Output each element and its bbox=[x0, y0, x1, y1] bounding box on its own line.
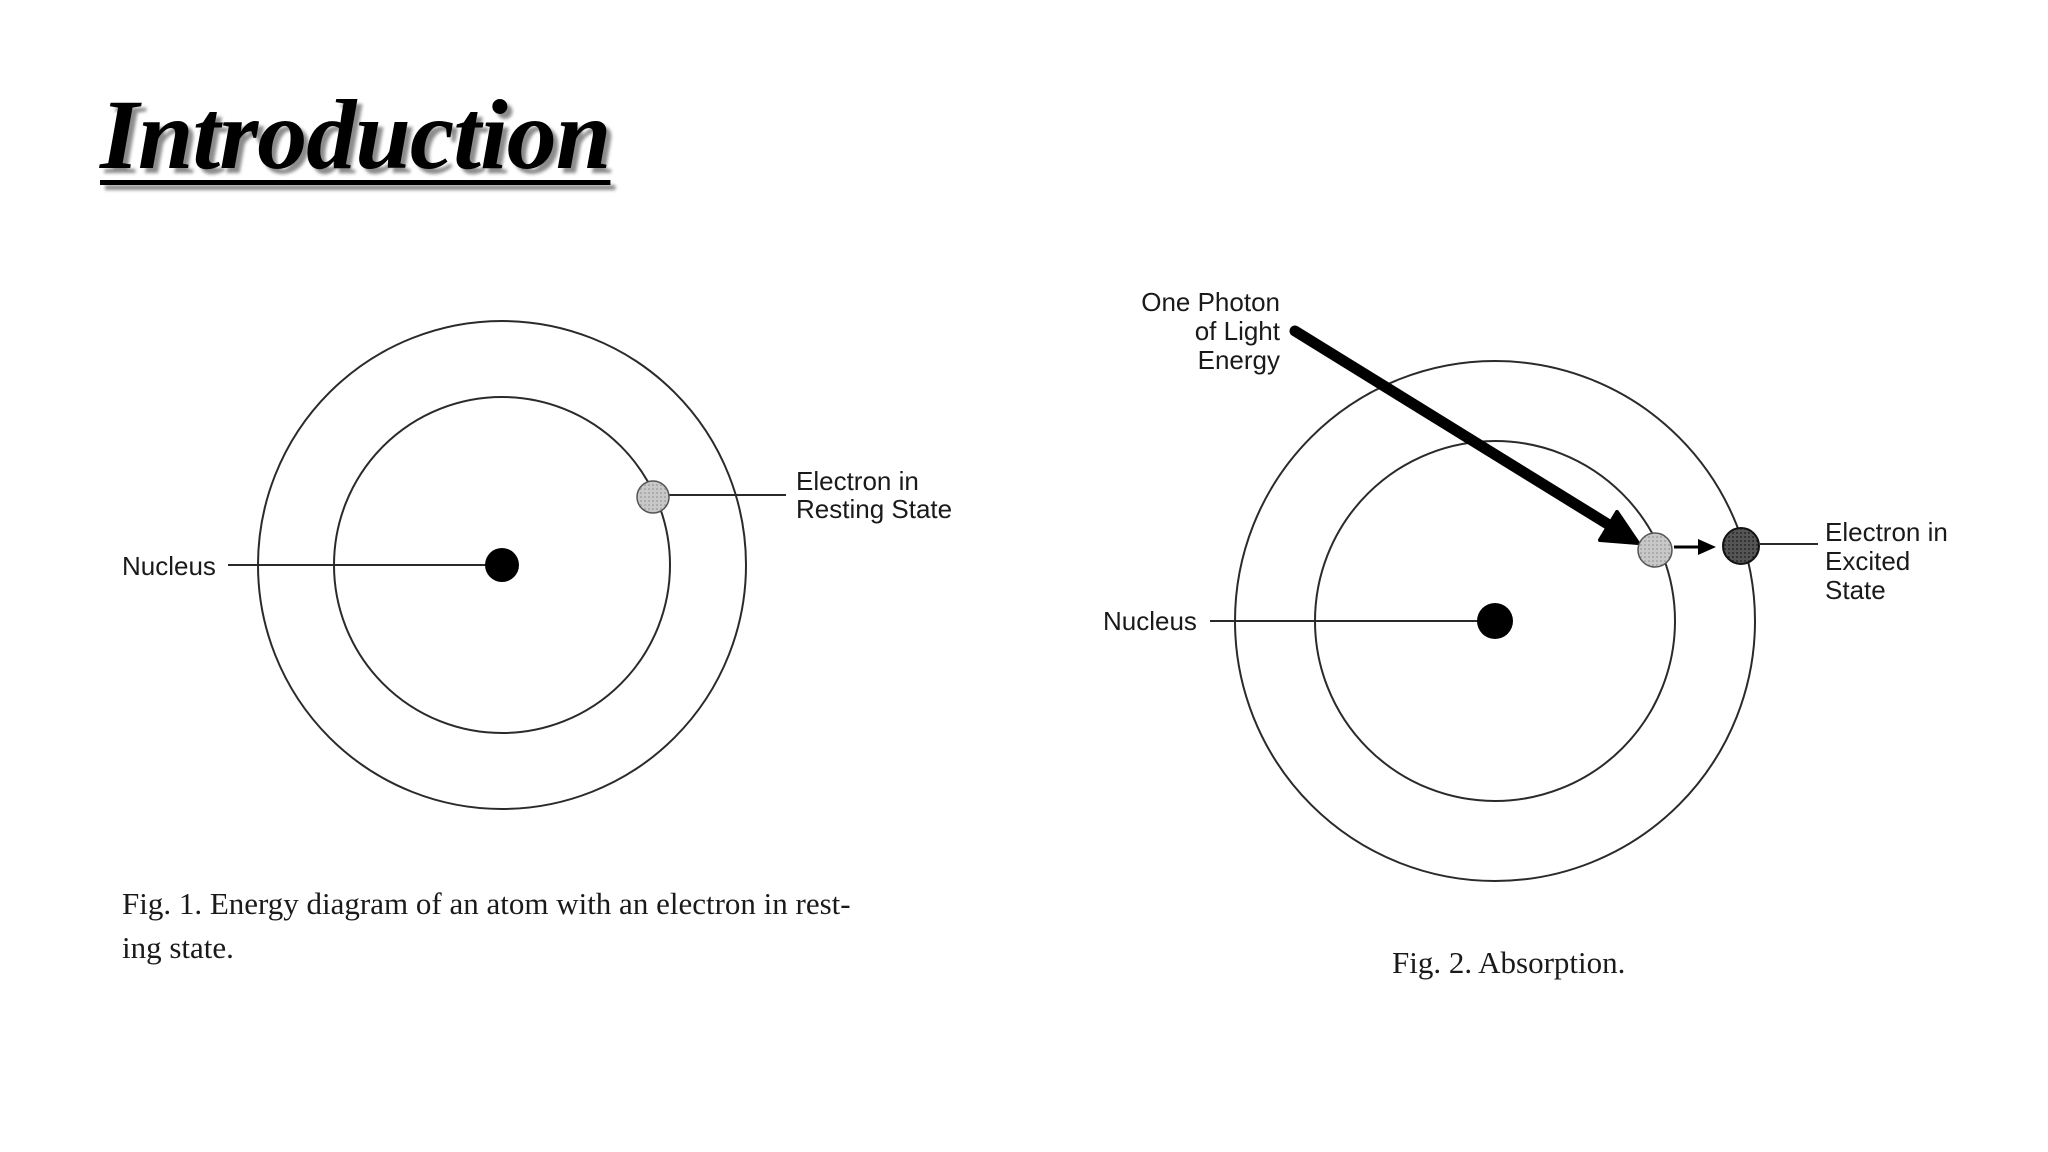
figure-1: Nucleus Electron in Resting State Fig. 1… bbox=[122, 320, 952, 965]
fig1-resting-electron bbox=[636, 480, 670, 514]
photon-label-line1: One Photon bbox=[1141, 287, 1280, 317]
fig1-caption-line1: Fig. 1. Energy diagram of an atom with a… bbox=[122, 886, 851, 921]
photon-arrow-head bbox=[1598, 510, 1640, 545]
fig1-caption-line2: ing state. bbox=[122, 930, 234, 965]
transition-arrow-head bbox=[1698, 539, 1716, 555]
photon-arrow-shaft bbox=[1289, 325, 1620, 534]
fig2-electron-label-line1: Electron in bbox=[1825, 517, 1948, 547]
slide-title: Introduction bbox=[100, 79, 611, 190]
fig1-electron-label-line2: Resting State bbox=[796, 494, 952, 524]
fig2-excited-electron bbox=[1722, 527, 1760, 565]
fig2-electron-label-line2: Excited bbox=[1825, 546, 1910, 576]
fig2-nucleus-label: Nucleus bbox=[1103, 606, 1197, 636]
fig1-nucleus-label: Nucleus bbox=[122, 551, 216, 581]
fig2-electron-label-line3: State bbox=[1825, 575, 1886, 605]
fig2-nucleus bbox=[1477, 603, 1513, 639]
figure-2: Nucleus One Photon of Light Energy Elect… bbox=[1103, 287, 1948, 980]
fig2-resting-electron bbox=[1637, 532, 1673, 568]
photon-label-line3: Energy bbox=[1198, 345, 1280, 375]
fig2-caption: Fig. 2. Absorption. bbox=[1392, 945, 1625, 980]
photon-label-line2: of Light bbox=[1195, 316, 1281, 346]
fig1-nucleus bbox=[485, 548, 519, 582]
fig1-electron-label-line1: Electron in bbox=[796, 466, 919, 496]
